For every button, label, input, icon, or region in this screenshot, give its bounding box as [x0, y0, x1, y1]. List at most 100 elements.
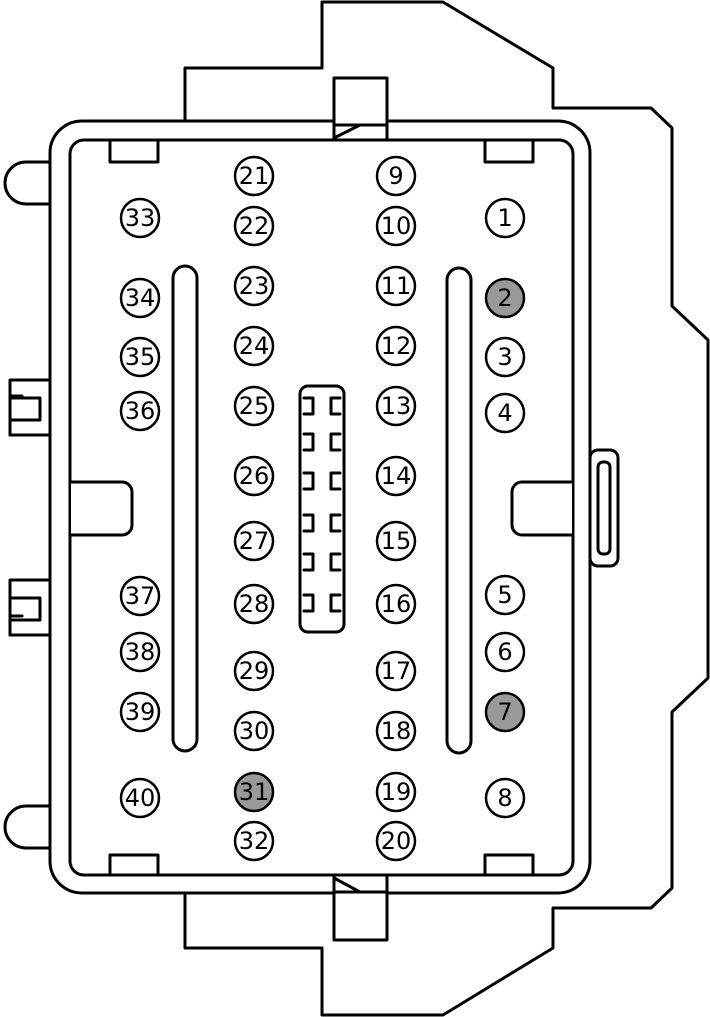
pin-label: 26 — [239, 462, 270, 490]
pin-24: 24 — [233, 325, 275, 367]
pin-label: 31 — [239, 778, 270, 806]
key-lug-top — [332, 76, 389, 142]
pin-label: 28 — [239, 590, 270, 618]
pin-circle — [484, 631, 526, 673]
pin-label: 15 — [381, 527, 412, 555]
mount-ear-bottom — [3, 804, 60, 850]
guide-slot-left — [171, 264, 199, 753]
polarization-tab-left — [71, 480, 134, 537]
pin-8: 8 — [484, 777, 526, 819]
pin-21: 21 — [233, 155, 275, 197]
pin-circle — [119, 197, 161, 239]
pin-circle — [119, 390, 161, 432]
pin-26: 26 — [233, 455, 275, 497]
corner-notch — [108, 138, 160, 164]
pin-9: 9 — [375, 155, 417, 197]
pin-34: 34 — [119, 277, 161, 319]
pin-circle — [233, 455, 275, 497]
pin-circle — [484, 691, 526, 733]
pin-4: 4 — [484, 392, 526, 434]
pin-1: 1 — [484, 197, 526, 239]
pin-28: 28 — [233, 583, 275, 625]
pin-label: 25 — [239, 392, 270, 420]
pin-label: 36 — [125, 397, 156, 425]
pin-15: 15 — [375, 520, 417, 562]
pin-13: 13 — [375, 385, 417, 427]
mount-ear-top — [3, 160, 60, 206]
side-lock-slot — [596, 460, 612, 556]
side-lock-tab — [588, 448, 620, 568]
center-terminal-block — [298, 384, 346, 634]
pin-label: 20 — [381, 827, 412, 855]
pin-23: 23 — [233, 265, 275, 307]
pin-label: 17 — [381, 657, 412, 685]
pin-label: 21 — [239, 162, 270, 190]
pin-36: 36 — [119, 390, 161, 432]
pin-circle — [484, 336, 526, 378]
pin-20: 20 — [375, 820, 417, 862]
pin-25: 25 — [233, 385, 275, 427]
pin-17: 17 — [375, 650, 417, 692]
pin-label: 8 — [497, 784, 512, 812]
pin-circle — [375, 583, 417, 625]
pin-label: 5 — [497, 581, 512, 609]
pin-label: 10 — [381, 212, 412, 240]
pin-label: 34 — [125, 284, 156, 312]
pin-circle — [484, 277, 526, 319]
pin-label: 7 — [497, 698, 512, 726]
pin-label: 4 — [497, 399, 512, 427]
pin-group: 1234567891011121314151617181920212223242… — [119, 155, 526, 862]
pin-label: 29 — [239, 657, 270, 685]
pin-circle — [119, 277, 161, 319]
pin-label: 37 — [125, 582, 156, 610]
pin-circle — [233, 520, 275, 562]
pin-circle — [233, 385, 275, 427]
pin-label: 14 — [381, 462, 412, 490]
pin-5: 5 — [484, 574, 526, 616]
pin-label: 6 — [497, 638, 512, 666]
pin-label: 1 — [497, 204, 512, 232]
pin-circle — [375, 520, 417, 562]
pin-label: 27 — [239, 527, 270, 555]
pin-27: 27 — [233, 520, 275, 562]
pin-label: 33 — [125, 204, 156, 232]
key-lug-bottom — [332, 873, 389, 942]
pin-circle — [119, 575, 161, 617]
pin-circle — [484, 574, 526, 616]
pin-circle — [233, 710, 275, 752]
pin-label: 11 — [381, 272, 412, 300]
pin-label: 22 — [239, 212, 270, 240]
corner-notch — [108, 853, 160, 877]
pin-label: 3 — [497, 343, 512, 371]
pin-label: 40 — [125, 784, 156, 812]
pin-circle — [375, 265, 417, 307]
pin-31: 31 — [233, 771, 275, 813]
pin-circle — [484, 777, 526, 819]
pin-circle — [233, 325, 275, 367]
pin-circle — [375, 455, 417, 497]
corner-notch — [483, 138, 535, 164]
pin-3: 3 — [484, 336, 526, 378]
pin-29: 29 — [233, 650, 275, 692]
pin-30: 30 — [233, 710, 275, 752]
pin-label: 13 — [381, 392, 412, 420]
pin-7: 7 — [484, 691, 526, 733]
pin-circle — [119, 691, 161, 733]
guide-slot-right — [445, 266, 473, 755]
pin-circle — [375, 820, 417, 862]
pin-circle — [233, 771, 275, 813]
pin-circle — [375, 771, 417, 813]
pin-label: 32 — [239, 827, 270, 855]
pin-39: 39 — [119, 691, 161, 733]
pin-circle — [119, 631, 161, 673]
pin-label: 19 — [381, 778, 412, 806]
pin-label: 16 — [381, 590, 412, 618]
pin-circle — [233, 205, 275, 247]
pin-label: 35 — [125, 343, 156, 371]
pin-label: 9 — [388, 162, 403, 190]
pin-19: 19 — [375, 771, 417, 813]
pin-circle — [233, 265, 275, 307]
pin-37: 37 — [119, 575, 161, 617]
pin-18: 18 — [375, 710, 417, 752]
pin-label: 24 — [239, 332, 270, 360]
